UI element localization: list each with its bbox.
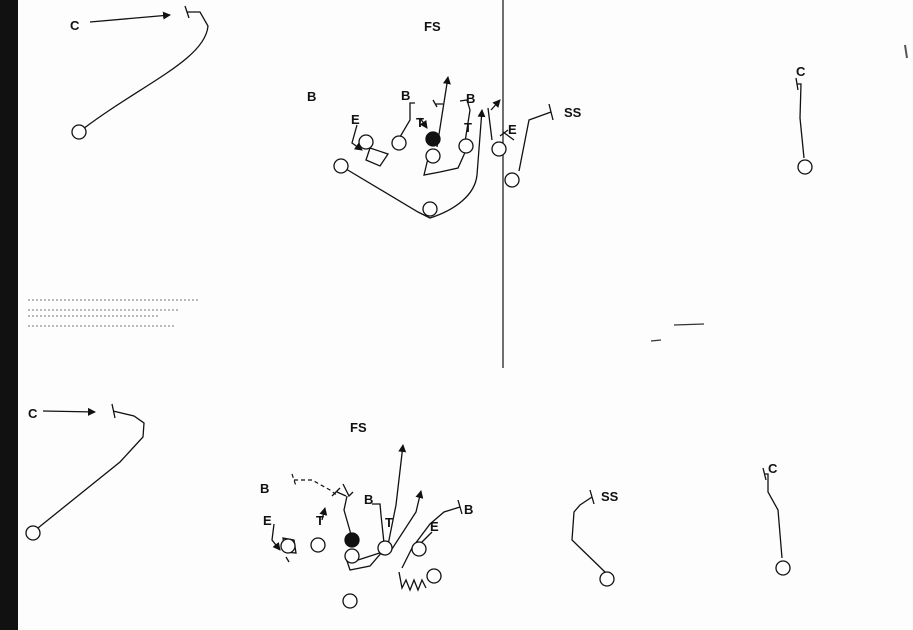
top-back-route bbox=[340, 109, 486, 219]
bottom-wing-player bbox=[426, 568, 442, 584]
bottom-end-tick bbox=[285, 556, 290, 563]
top-tackle-left-player bbox=[358, 134, 374, 150]
bottom-end-right-label: E bbox=[430, 519, 439, 534]
bottom-receiver-right-player bbox=[775, 560, 791, 576]
top-receiver-right-player bbox=[797, 159, 813, 175]
bottom-tackle-left-label: T bbox=[316, 513, 324, 528]
bottom-guard-right-player bbox=[377, 540, 393, 556]
top-flat-arrow bbox=[490, 99, 501, 111]
bottom-linebacker-route bbox=[343, 495, 353, 539]
bottom-strong-safety-label: SS bbox=[601, 489, 619, 504]
bottom-receiver-mid-player bbox=[599, 571, 615, 587]
bottom-corner-arrow bbox=[42, 407, 96, 416]
bottom-strong-safety-route bbox=[571, 489, 606, 573]
top-strong-safety-route bbox=[518, 103, 554, 172]
top-corner-left-label: C bbox=[70, 18, 80, 33]
top-back-right-route bbox=[459, 99, 471, 143]
bottom-back-left-route bbox=[291, 473, 339, 497]
bottom-tackle-arrow bbox=[319, 507, 328, 521]
top-wing-player bbox=[504, 172, 520, 188]
top-end-arrow bbox=[351, 124, 363, 151]
bottom-corner-left-player bbox=[25, 525, 41, 541]
bottom-corner-route bbox=[32, 403, 145, 533]
bottom-back-mid-route bbox=[372, 503, 385, 544]
bottom-tackle-right-label: T bbox=[385, 515, 393, 530]
top-back-mid-route bbox=[396, 102, 415, 143]
bottom-tackle-route bbox=[357, 490, 424, 561]
top-stunt-route bbox=[423, 147, 468, 176]
top-strong-safety-label: SS bbox=[564, 105, 582, 120]
bottom-play-diagram: C FS B B B E T T E SS C bbox=[25, 403, 791, 609]
bottom-routes bbox=[32, 403, 783, 592]
bottom-back-right-route bbox=[401, 499, 463, 569]
bottom-end-left-player bbox=[280, 538, 296, 554]
top-end-left-label: E bbox=[351, 112, 360, 127]
bottom-free-safety-label: FS bbox=[350, 420, 367, 435]
bottom-end-arrow bbox=[271, 523, 281, 551]
top-corner-arrow bbox=[89, 11, 171, 23]
bottom-corner-right-route bbox=[762, 467, 783, 559]
top-guard-left-player bbox=[391, 135, 407, 151]
scan-noise bbox=[28, 44, 908, 342]
top-guard-right-player bbox=[458, 138, 474, 154]
left-scan-edge bbox=[0, 0, 18, 630]
bottom-corner-left-label: C bbox=[28, 406, 38, 421]
top-center-player bbox=[425, 131, 441, 147]
top-play-diagram: C FS B B B E T T E SS C bbox=[70, 5, 813, 219]
bottom-zigzag-rush bbox=[398, 571, 427, 592]
top-corner-route bbox=[78, 5, 209, 133]
top-corner-right-label: C bbox=[796, 64, 806, 79]
top-linebacker-mark bbox=[432, 99, 443, 108]
top-quarterback-player bbox=[425, 148, 441, 164]
bottom-running-back-player bbox=[342, 593, 358, 609]
top-back-right-label: B bbox=[466, 91, 475, 106]
top-running-back-player bbox=[422, 201, 438, 217]
top-tackle-right-label: T bbox=[464, 120, 472, 135]
top-end-right-mark bbox=[499, 129, 515, 141]
top-corner-left-player bbox=[71, 124, 87, 140]
bottom-quarterback-player bbox=[344, 548, 360, 564]
top-back-left-label: B bbox=[307, 89, 316, 104]
bottom-back-left-label: B bbox=[260, 481, 269, 496]
top-tackle-left-label: T bbox=[416, 115, 424, 130]
top-routes bbox=[78, 5, 805, 219]
top-end-box bbox=[365, 147, 390, 167]
top-free-safety-label: FS bbox=[424, 19, 441, 34]
bottom-linebacker-mark bbox=[331, 483, 354, 498]
top-end-right-label: E bbox=[508, 122, 517, 137]
top-tight-end-player bbox=[491, 141, 507, 157]
bottom-players bbox=[25, 525, 791, 609]
top-players bbox=[71, 124, 813, 217]
bottom-center-player bbox=[344, 532, 360, 548]
bottom-corner-right-label: C bbox=[768, 461, 778, 476]
bottom-back-right-label: B bbox=[464, 502, 473, 517]
bottom-deep-route bbox=[345, 444, 407, 571]
bottom-tight-end-player bbox=[411, 541, 427, 557]
top-seam-line bbox=[487, 107, 493, 141]
top-back-mid-label: B bbox=[401, 88, 410, 103]
bottom-back-mid-label: B bbox=[364, 492, 373, 507]
top-end-left-player bbox=[333, 158, 349, 174]
bottom-end-left-label: E bbox=[263, 513, 272, 528]
top-corner-right-route bbox=[795, 77, 805, 159]
top-tackle-arrow bbox=[419, 117, 428, 129]
bottom-tackle-left-player bbox=[310, 537, 326, 553]
